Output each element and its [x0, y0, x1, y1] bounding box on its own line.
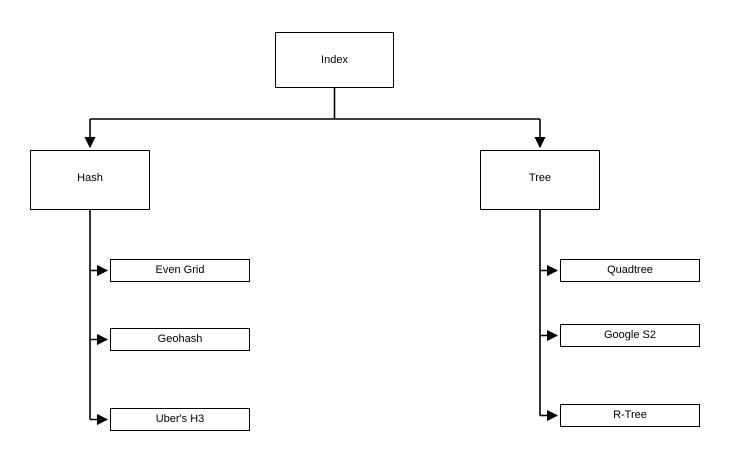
node-tree[interactable]: Tree — [480, 150, 600, 210]
node-r-tree-label: R-Tree — [613, 409, 647, 422]
node-r-tree[interactable]: R-Tree — [560, 404, 700, 427]
node-tree-label: Tree — [528, 172, 552, 184]
node-quadtree[interactable]: Quadtree — [560, 259, 700, 282]
node-hash-label: Hash — [77, 172, 103, 184]
node-ubers-h3[interactable]: Uber's H3 — [110, 408, 250, 431]
node-google-s2[interactable]: Google S2 — [560, 324, 700, 347]
node-even-grid-label: Even Grid — [155, 264, 205, 277]
node-even-grid[interactable]: Even Grid — [110, 259, 250, 282]
node-google-s2-label: Google S2 — [604, 329, 656, 342]
node-ubers-h3-label: Uber's H3 — [155, 413, 205, 426]
node-hash[interactable]: Hash — [30, 150, 150, 210]
node-geohash[interactable]: Geohash — [110, 328, 250, 351]
node-index-label: Index — [321, 54, 348, 66]
node-geohash-label: Geohash — [157, 333, 203, 346]
node-quadtree-label: Quadtree — [607, 264, 653, 277]
node-index[interactable]: Index — [275, 32, 394, 88]
